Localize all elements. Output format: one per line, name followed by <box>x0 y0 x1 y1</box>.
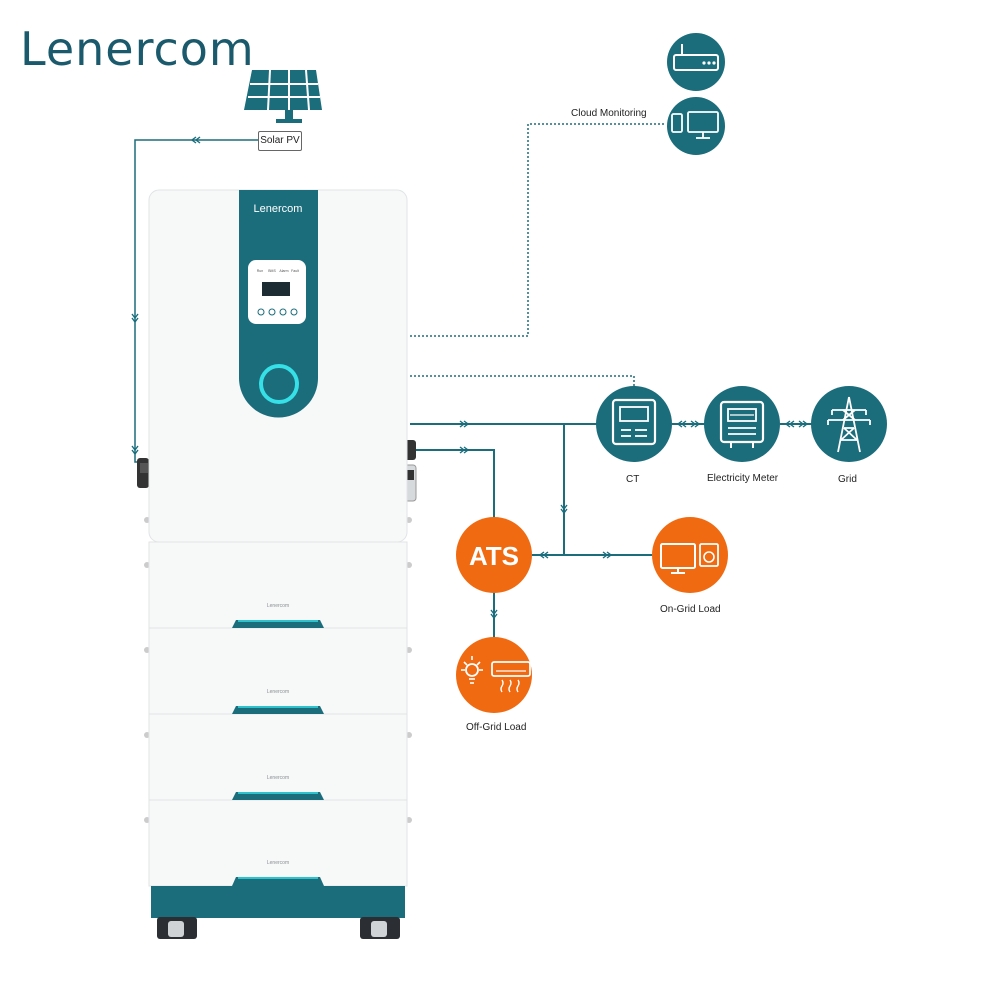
ct-icon <box>596 386 672 462</box>
inverter-logo: Lenercom <box>254 203 303 215</box>
off-grid-load-label: Off-Grid Load <box>466 722 527 733</box>
display-label-fault: Fault <box>291 269 299 273</box>
inverter-unit <box>148 189 408 543</box>
battery-logo-4: Lenercom <box>267 860 289 866</box>
battery-logo-2: Lenercom <box>267 689 289 695</box>
grid-tower-icon <box>811 386 887 462</box>
solar-pv-chevrons <box>131 136 201 456</box>
left-connectors <box>137 458 150 823</box>
ct-dotted-line <box>410 375 635 390</box>
solar-panel-icon <box>244 69 322 123</box>
power-chevrons <box>459 420 809 620</box>
electricity-meter-icon <box>704 386 780 462</box>
battery-logo-1: Lenercom <box>267 603 289 609</box>
cloud-dotted-line <box>410 123 664 337</box>
solar-pv-label: Solar PV <box>258 131 302 151</box>
display-label-alarm: Alarm <box>279 269 288 273</box>
ats-node <box>456 517 532 593</box>
off-grid-load-icon <box>456 637 532 713</box>
on-grid-load-icon <box>652 517 728 593</box>
display-label-bms: BMS <box>268 269 276 273</box>
brand-logo: Lenercom <box>20 22 255 76</box>
on-grid-load-label: On-Grid Load <box>660 604 721 615</box>
electricity-meter-label: Electricity Meter <box>707 473 779 484</box>
battery-stack <box>148 541 408 939</box>
ats-label: ATS <box>469 541 519 571</box>
cloud-monitoring-label: Cloud Monitoring <box>571 108 647 119</box>
display-label-run: Run <box>257 269 263 273</box>
ct-label: CT <box>626 474 640 485</box>
battery-logo-3: Lenercom <box>267 775 289 781</box>
monitor-phone-icon <box>667 97 725 155</box>
router-icon <box>667 33 725 91</box>
grid-label: Grid <box>838 474 857 485</box>
